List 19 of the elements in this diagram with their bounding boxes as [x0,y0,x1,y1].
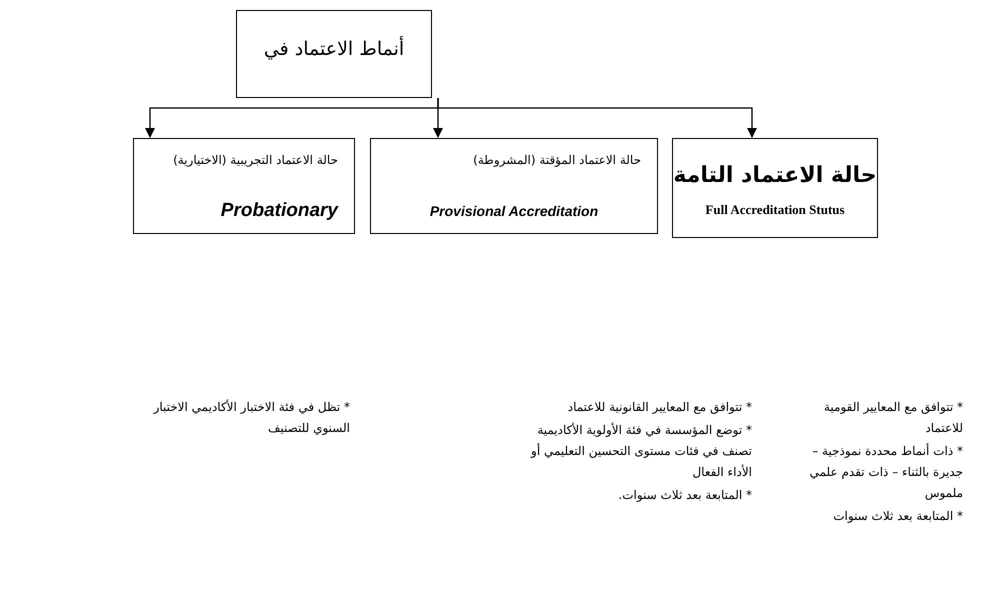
heading-text: حالة الاعتماد التامة [673,162,877,190]
status-box [133,138,355,234]
bullet-text: * تتوافق مع المعايير القانونية للاعتماد [566,399,752,416]
bullet-text: * ذات أنماط محددة نموذجية – جديرة بالثناء – ذات تقدم علمي ملموس [808,442,963,502]
heading-text: حالة الاعتماد التجريبية (الاختيارية) [173,152,338,169]
bullet-text: * المتابعة بعد ثلاث سنوات [832,508,963,525]
title-text: أنماط الاعتماد في [264,35,404,62]
bullet-text: * المتابعة بعد ثلاث سنوات. [617,487,752,504]
bullet-text: * تظل في فئة الاختبار الأكاديمي الاختبار السنوي للتصنيف [152,398,350,437]
bullet-text: * توضع المؤسسة في فئة الأولوية الأكاديمية تصنف في فئات مستوى التحسين التعليمي أو الأداء الفعال [530,422,752,481]
english-heading: Full Accreditation Stutus [705,201,845,219]
english-heading: Provisional Accreditation [430,202,598,221]
title-box [236,10,432,98]
bullet-text: * تتوافق مع المعايير القومية للاعتماد [822,399,963,437]
status-box [370,138,658,234]
heading-text: حالة الاعتماد المؤقتة (المشروطة) [473,152,641,169]
status-box [672,138,878,238]
english-heading: Probationary [220,199,338,223]
arrow [145,98,439,138]
